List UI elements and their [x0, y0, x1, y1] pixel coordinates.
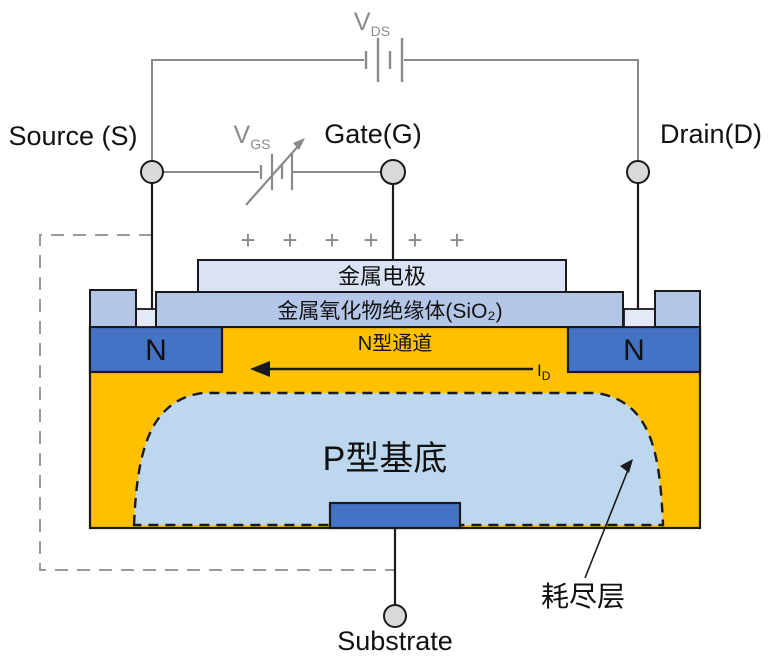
oxide-layer-label: 金属氧化物绝缘体(SiO₂): [277, 300, 502, 323]
substrate-terminal-node: [383, 604, 407, 628]
substrate-label: Substrate: [337, 626, 453, 656]
drain-terminal-node: [626, 160, 650, 184]
n-region-left: [88, 325, 224, 374]
terminal-lead-wires: [150, 183, 640, 605]
source-terminal-node: [140, 160, 164, 184]
plus-icon: +: [282, 225, 297, 255]
n-region-right-label: N: [623, 334, 645, 367]
plus-icon: +: [363, 225, 378, 255]
vgs-battery-icon: [245, 143, 301, 206]
p-substrate-label: P型基底: [323, 440, 448, 478]
vgs-variable-arrowhead: [293, 138, 305, 150]
plus-icon: +: [240, 225, 255, 255]
vds-label: VDS: [354, 8, 390, 39]
depletion-region: [132, 391, 665, 527]
vds-loop-wire: [151, 59, 639, 161]
gate-electrode-label: 金属电极: [338, 264, 426, 289]
vds-battery-icon: [364, 38, 404, 82]
plus-icon: +: [324, 225, 339, 255]
body-source-dashed-wire: [39, 234, 394, 571]
drain-current-arrowhead: [250, 361, 270, 377]
depletion-callout-arrowhead: [620, 459, 633, 473]
n-region-left-label: N: [145, 334, 167, 367]
source-label: Source (S): [8, 121, 137, 151]
vgs-label: VGS: [234, 121, 271, 152]
drain-current-label: ID: [537, 361, 551, 383]
depletion-layer-label: 耗尽层: [541, 581, 625, 612]
source-contact-pad: [135, 308, 158, 328]
gate-plus-charges: + + + + + +: [240, 225, 464, 255]
drain-contact-box: [654, 290, 701, 328]
n-region-right: [566, 325, 702, 374]
gate-label: Gate(G): [324, 119, 422, 149]
plus-icon: +: [449, 225, 464, 255]
n-channel-label: N型通道: [358, 332, 432, 355]
body-contact: [328, 501, 462, 530]
plus-icon: +: [407, 225, 422, 255]
source-contact-box: [89, 289, 137, 328]
drain-label: Drain(D): [660, 119, 762, 149]
depletion-callout-line: [584, 469, 629, 579]
gate-terminal-node: [380, 159, 406, 185]
gate-electrode: [197, 259, 567, 293]
drain-contact-pad: [623, 308, 656, 328]
